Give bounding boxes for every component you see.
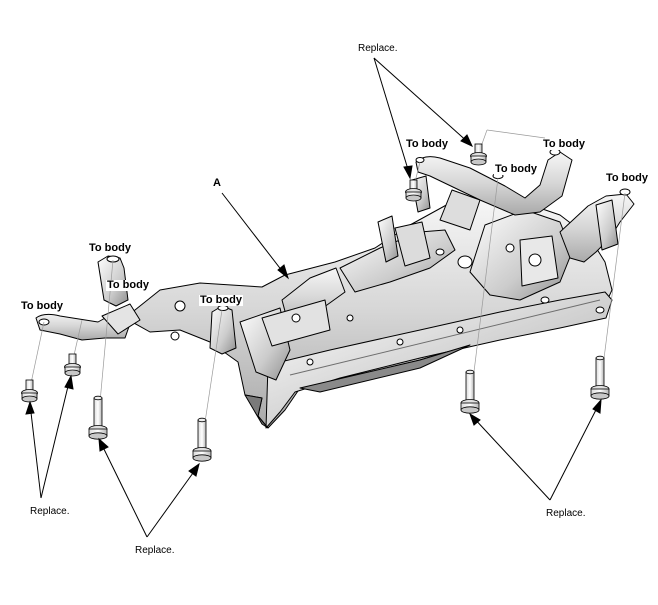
- right-rear-arm: [415, 151, 573, 216]
- bolt-right-rear-1: [405, 179, 422, 202]
- bolt-left-front: [192, 417, 212, 462]
- label-to-body-left-front: To body: [199, 294, 243, 306]
- label-to-body-right-front: To body: [605, 172, 649, 184]
- label-to-body-left-rear: To body: [20, 300, 64, 312]
- label-replace-left: Replace.: [30, 506, 70, 517]
- left-front-mount: [209, 305, 237, 355]
- bolt-right-mid: [460, 369, 480, 414]
- label-to-body-left-mid: To body: [106, 279, 150, 291]
- bolt-right-rear-2: [470, 143, 487, 166]
- label-replace-center: Replace.: [135, 545, 175, 556]
- callout-arrows: [25, 57, 602, 538]
- bolt-left-rear-2: [64, 353, 81, 377]
- right-front-arm: [559, 193, 635, 263]
- label-to-body-right-upper: To body: [542, 138, 586, 150]
- label-replace-top: Replace.: [358, 43, 398, 54]
- label-to-body-left-upper: To body: [88, 242, 132, 254]
- label-to-body-right-rear-2: To body: [494, 163, 538, 175]
- bolt-right-front: [590, 355, 610, 400]
- label-part-a: A: [212, 177, 222, 189]
- label-to-body-right-rear-1: To body: [405, 138, 449, 150]
- bolt-left-mid: [88, 395, 108, 440]
- front-crossmember: [265, 291, 613, 429]
- bolt-left-rear-1: [21, 379, 38, 403]
- label-replace-right: Replace.: [546, 508, 586, 519]
- front-subframe: [35, 148, 635, 429]
